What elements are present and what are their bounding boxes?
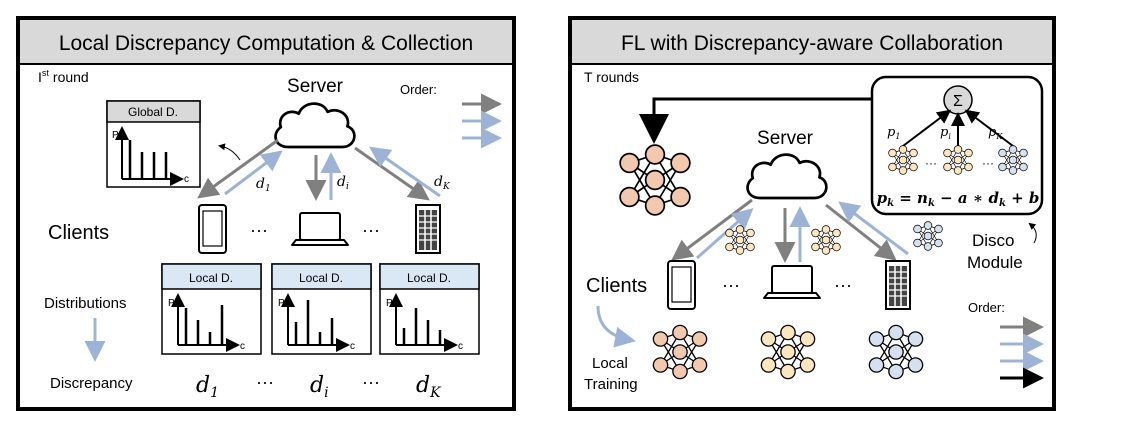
sum-symbol: Σ (953, 93, 963, 110)
global-axis-p: P (112, 130, 119, 141)
weight-pK: pK (988, 125, 1003, 141)
local-box-1-c: c (240, 341, 245, 352)
right-clients-label: Clients (586, 275, 647, 297)
local-box-2-title: Local D. (299, 271, 343, 285)
global-distribution-box: Global D. P c (106, 100, 201, 188)
local-training-line1: Local (592, 355, 628, 372)
arrow-server-client1 (197, 138, 279, 199)
right-ellipsis-2: ··· (834, 275, 852, 295)
left-ellipsis-2: ··· (362, 220, 380, 240)
right-panel: FL with Discrepancy-aware Collaboration … (568, 16, 1056, 411)
global-model-network-icon (619, 144, 691, 216)
disco-module-curve-arrow (1028, 222, 1037, 244)
left-title-bar (20, 20, 512, 64)
disco-module-line2: Module (967, 253, 1023, 272)
global-curve-arrow (218, 143, 241, 161)
disco-model-1-icon (888, 145, 918, 175)
local-box-3-p: P (386, 298, 393, 309)
disco-module-box: Σ p1 pi pK ··· ··· pk = nk − a ∗ dk + b (870, 75, 1044, 216)
discrepancy-d1: d1 (196, 373, 219, 401)
left-panel: Local Discrepancy Computation & Collecti… (16, 16, 516, 411)
local-box-1-p: P (168, 298, 175, 309)
upload-model-K-icon (913, 221, 943, 251)
weight-p1: p1 (887, 125, 900, 141)
disco-model-i-icon (943, 145, 973, 175)
discrepancy-di: di (310, 373, 329, 401)
r-building-icon (885, 260, 911, 310)
disco-model-K-icon (998, 145, 1028, 175)
local-box-1-title: Local D. (189, 271, 233, 285)
building-icon (415, 204, 441, 254)
local-box-3-title: Local D. (407, 271, 451, 285)
local-box-3: Local D. P c (379, 263, 480, 355)
right-title-bar (572, 20, 1052, 64)
discrepancy-dK: dK (416, 373, 442, 401)
arrow-label-di: di (337, 174, 349, 192)
r-phone-icon (667, 260, 696, 310)
arrow-client1-server (224, 150, 283, 196)
left-server-label: Server (287, 76, 344, 97)
local-model-K-icon (868, 324, 924, 380)
weight-pi: pi (940, 125, 951, 141)
disco-ellipsis-2: ··· (982, 156, 994, 170)
phone-icon (198, 204, 227, 254)
arrow-label-d1: d1 (256, 176, 271, 194)
discrepancy-ellipsis-1: ··· (256, 372, 274, 392)
local-box-3-c: c (458, 341, 463, 352)
right-ellipsis-1: ··· (722, 275, 740, 295)
rounds-label: T rounds (584, 69, 639, 85)
local-model-i-icon (760, 324, 816, 380)
disco-module-line1: Disco (972, 231, 1015, 250)
r-laptop-icon (763, 265, 821, 299)
right-panel-title: FL with Discrepancy-aware Collaboration (621, 32, 1003, 55)
right-order-label: Order: (968, 300, 1005, 315)
local-box-2-c: c (350, 341, 355, 352)
local-model-1-icon (652, 324, 708, 380)
disco-to-global-arrow (639, 97, 872, 144)
local-box-1: Local D. P c (161, 263, 262, 355)
disco-ellipsis-1: ··· (925, 156, 937, 170)
left-clients-label: Clients (48, 222, 109, 244)
laptop-icon (291, 212, 349, 246)
arrow-server-clientK (354, 146, 430, 201)
r-arrow-server-clientK (825, 203, 897, 261)
global-axis-c: c (184, 174, 189, 185)
disco-formula: pk = nk − a ∗ dk + b (877, 189, 1040, 209)
r-arrow-client1-server (696, 208, 754, 260)
left-order-label: Order: (400, 82, 437, 97)
upload-model-i-icon (811, 225, 841, 255)
left-ellipsis-1: ··· (250, 220, 268, 240)
local-box-2: Local D. P c (271, 263, 372, 355)
right-server-label: Server (757, 128, 814, 149)
arrow-clientK-server (369, 146, 441, 198)
arrow-label-dK: dK (434, 174, 451, 192)
global-box-title: Global D. (128, 105, 178, 119)
distributions-label: Distributions (44, 295, 127, 312)
r-arrow-clientK-server (838, 201, 909, 256)
discrepancy-ellipsis-2: ··· (362, 372, 380, 392)
left-panel-title: Local Discrepancy Computation & Collecti… (59, 32, 473, 55)
local-training-arrow (596, 305, 636, 348)
local-training-line2: Training (584, 376, 638, 393)
discrepancy-label: Discrepancy (50, 375, 133, 392)
upload-model-1-icon (725, 225, 755, 255)
local-box-2-p: P (278, 298, 285, 309)
